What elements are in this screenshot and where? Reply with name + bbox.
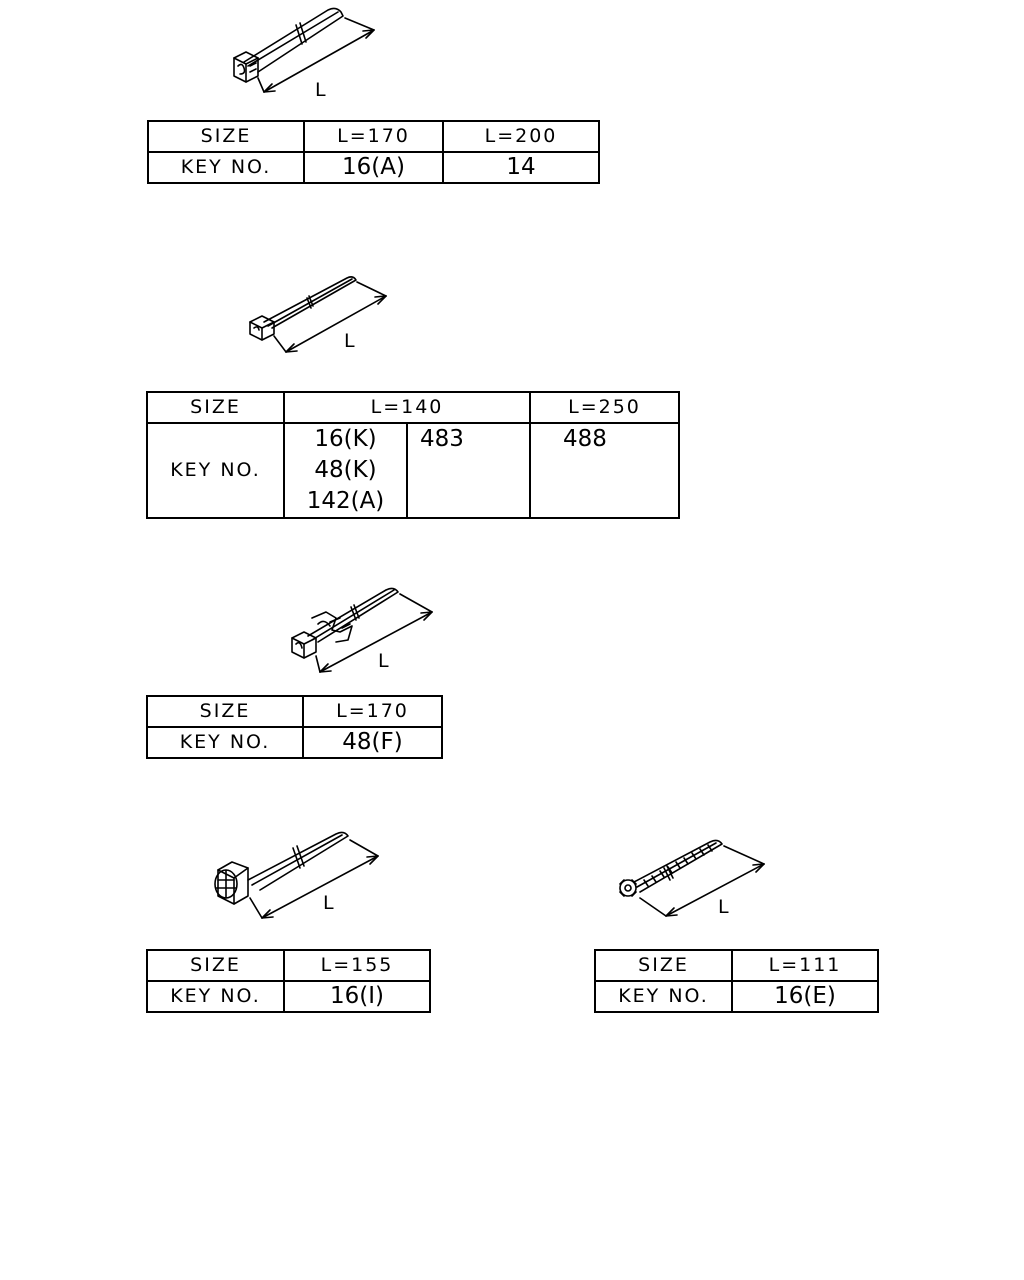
dimension-label-1: L <box>315 79 326 101</box>
size-value: L=111 <box>731 949 879 982</box>
key-no-header: KEY NO. <box>146 726 304 759</box>
cable-tie-clip-part-1 <box>233 7 375 93</box>
key-no-value: 16(E) <box>731 980 879 1013</box>
cable-tie-part-2 <box>249 276 387 353</box>
size-header: SIZE <box>146 695 304 728</box>
key-no-header: KEY NO. <box>147 151 305 184</box>
size-header: SIZE <box>594 949 733 982</box>
size-key-table-5: SIZE L=111 KEY NO. 16(E) <box>594 949 879 1013</box>
cable-tie-push-mount-part-4 <box>214 831 379 919</box>
size-value: L=170 <box>303 120 444 153</box>
size-value: L=250 <box>529 391 680 424</box>
size-header: SIZE <box>147 120 305 153</box>
dim-L-4: L <box>323 892 334 914</box>
key-no-header: KEY NO. <box>594 980 733 1013</box>
size-key-table-4: SIZE L=155 KEY NO. 16(I) <box>146 949 431 1013</box>
size-value: L=170 <box>302 695 443 728</box>
size-key-table-1: SIZE L=170 L=200 KEY NO. 16(A) 14 <box>147 120 600 184</box>
key-no-value: 48(F) <box>302 726 443 759</box>
key-no-value: 16(K) <box>314 426 377 452</box>
size-header: SIZE <box>146 949 285 982</box>
key-no-header: KEY NO. <box>146 422 285 519</box>
cable-tie-bracket-part-3 <box>291 587 433 673</box>
size-value: L=140 <box>283 391 531 424</box>
key-no-value: 488 <box>563 426 607 452</box>
key-no-value: 14 <box>442 151 600 184</box>
key-no-value: 48(K) <box>314 457 377 483</box>
key-no-value: 16(I) <box>283 980 431 1013</box>
dim-L-5: L <box>718 896 729 918</box>
size-header: SIZE <box>146 391 285 424</box>
size-key-table-2: SIZE L=140 L=250 KEY NO. 16(K) 48(K) 142… <box>146 391 680 519</box>
dim-L-3: L <box>378 650 389 672</box>
size-value: L=200 <box>442 120 600 153</box>
dim-L-1: L <box>315 79 326 101</box>
dim-L-2: L <box>344 330 355 352</box>
cable-tie-serrated-part-5 <box>619 839 765 917</box>
key-no-value: 142(A) <box>306 488 385 514</box>
key-no-value: 16(A) <box>303 151 444 184</box>
key-no-list: 488 <box>529 422 680 519</box>
key-no-header: KEY NO. <box>146 980 285 1013</box>
size-value: L=155 <box>283 949 431 982</box>
size-key-table-3: SIZE L=170 KEY NO. 48(F) <box>146 695 443 759</box>
key-no-value: 483 <box>420 426 464 452</box>
key-no-list: 483 <box>406 422 531 519</box>
key-no-list: 16(K) 48(K) 142(A) <box>283 422 408 519</box>
